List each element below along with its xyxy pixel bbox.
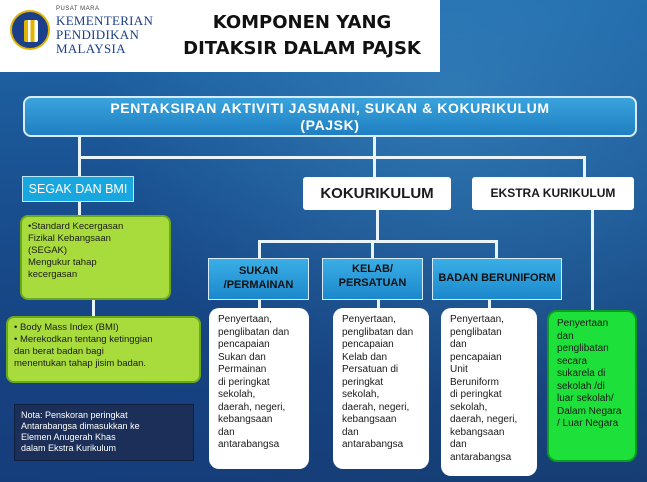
page-title: KOMPONEN YANG DITAKSIR DALAM PAJSK	[183, 12, 421, 59]
connector-line	[488, 300, 491, 308]
ekstra-kurikulum-box: EKSTRA KURIKULUM	[472, 177, 634, 210]
ekstra-detail-box: Penyertaan dan penglibatan secara sukare…	[547, 310, 637, 462]
note-box: Nota: Penskoran peringkat Antarabangsa d…	[14, 404, 194, 461]
kelab-persatuan-box: KELAB/ PERSATUAN	[322, 258, 423, 300]
connector-line	[583, 156, 586, 178]
logo-small-text: PUSAT MARA	[56, 6, 100, 12]
connector-line	[78, 156, 586, 159]
connector-line	[495, 240, 498, 258]
ministry-name: KEMENTERIAN PENDIDIKAN MALAYSIA	[56, 14, 153, 56]
kokurikulum-box: KOKURIKULUM	[303, 177, 451, 210]
ministry-name-line: MALAYSIA	[56, 41, 126, 56]
connector-line	[376, 210, 379, 240]
connector-line	[92, 300, 95, 316]
ministry-name-line: PENDIDIKAN	[56, 27, 140, 42]
connector-line	[258, 300, 261, 308]
connector-line	[591, 210, 594, 310]
ministry-logo-icon	[10, 10, 50, 50]
badan-beruniform-box: BADAN BERUNIFORM	[432, 258, 562, 300]
connector-line	[78, 202, 81, 215]
connector-line	[371, 240, 374, 258]
sukan-detail-box: Penyertaan, penglibatan dan pencapaian S…	[209, 308, 309, 469]
connector-line	[377, 300, 380, 308]
kelab-detail-box: Penyertaan, penglibatan dan pencapaian K…	[333, 308, 429, 469]
beruniform-detail-box: Penyertaan, penglibatan dan pencapaian U…	[441, 308, 537, 476]
segak-detail-box: •Standard Kecergasan Fizikal Kebangsaan …	[20, 215, 171, 300]
ministry-name-line: KEMENTERIAN	[56, 13, 154, 28]
pajsk-main-box: PENTAKSIRAN AKTIVITI JASMANI, SUKAN & KO…	[23, 96, 637, 137]
bmi-detail-box: • Body Mass Index (BMI) • Merekodkan ten…	[6, 316, 201, 383]
header-bar: PUSAT MARA KEMENTERIAN PENDIDIKAN MALAYS…	[0, 0, 440, 72]
sukan-permainan-box: SUKAN /PERMAINAN	[208, 258, 309, 300]
segak-bmi-box: SEGAK DAN BMI	[22, 176, 134, 202]
connector-line	[258, 240, 498, 243]
connector-line	[258, 240, 261, 258]
